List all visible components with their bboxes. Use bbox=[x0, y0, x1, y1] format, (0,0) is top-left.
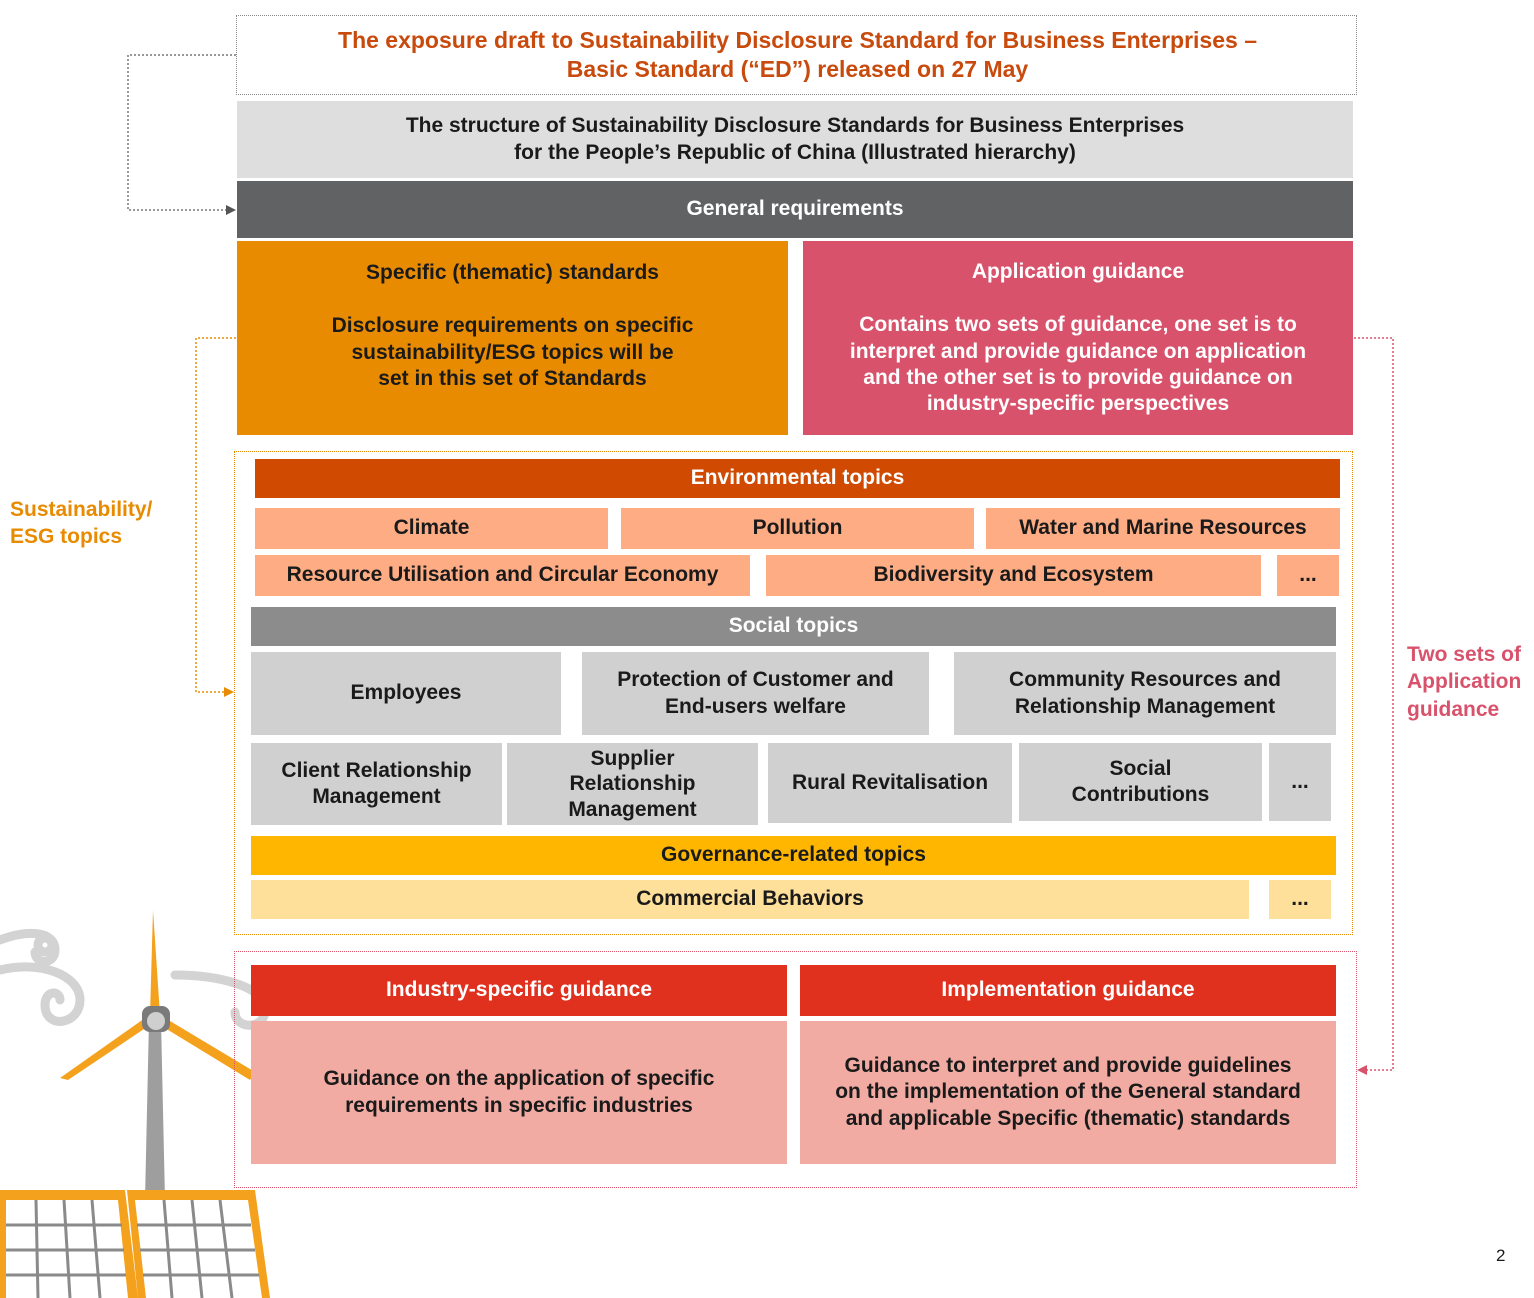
guidance-frame bbox=[234, 951, 1357, 1188]
env-topic-resource: Resource Utilisation and Circular Econom… bbox=[255, 555, 750, 596]
page-title: The exposure draft to Sustainability Dis… bbox=[338, 27, 1257, 82]
specific-standards-box: Specific (thematic) standards Disclosure… bbox=[237, 241, 788, 435]
solar-panel-icon bbox=[0, 1190, 270, 1298]
social-topic-supplier-relationship: Supplier Relationship Management bbox=[507, 743, 758, 825]
social-topic-customer-protection: Protection of Customer and End-users wel… bbox=[582, 652, 929, 735]
social-topic-contributions: Social Contributions bbox=[1019, 743, 1262, 821]
env-topic-climate: Climate bbox=[255, 508, 608, 549]
title-connector-arrow bbox=[127, 54, 236, 215]
esg-connector-arrow bbox=[195, 337, 236, 697]
structure-heading: The structure of Sustainability Disclosu… bbox=[237, 101, 1353, 178]
social-topic-rural-revitalisation: Rural Revitalisation bbox=[768, 743, 1012, 823]
title-frame bbox=[236, 15, 1357, 95]
esg-topics-label: Sustainability/ ESG topics bbox=[10, 498, 153, 549]
social-topic-community-resources: Community Resources and Relationship Man… bbox=[954, 652, 1336, 735]
industry-guidance-header: Industry-specific guidance bbox=[251, 965, 787, 1016]
gov-topic-more: ... bbox=[1269, 880, 1331, 919]
general-requirements-bar: General requirements bbox=[237, 181, 1353, 238]
wind-turbine-icon bbox=[60, 910, 255, 1200]
social-topic-client-relationship: Client Relationship Management bbox=[251, 743, 502, 825]
social-topics-header: Social topics bbox=[251, 607, 1336, 646]
two-sets-label: Two sets of Application guidance bbox=[1407, 643, 1522, 721]
social-topic-employees: Employees bbox=[251, 652, 561, 735]
implementation-guidance-header: Implementation guidance bbox=[800, 965, 1336, 1016]
specific-standards-title: Specific (thematic) standards bbox=[366, 261, 659, 284]
environmental-topics-header: Environmental topics bbox=[255, 459, 1340, 498]
application-guidance-box: Application guidance Contains two sets o… bbox=[803, 241, 1353, 435]
topics-frame bbox=[234, 451, 1353, 935]
social-topic-more: ... bbox=[1269, 743, 1331, 821]
application-guidance-title: Application guidance bbox=[971, 260, 1185, 283]
page-number: 2 bbox=[1496, 1246, 1506, 1265]
governance-topics-header: Governance-related topics bbox=[251, 836, 1336, 875]
application-connector-arrow bbox=[1354, 337, 1394, 1075]
env-topic-water: Water and Marine Resources bbox=[986, 508, 1340, 549]
implementation-guidance-body: Guidance to interpret and provide guidel… bbox=[800, 1021, 1336, 1164]
env-topic-pollution: Pollution bbox=[621, 508, 974, 549]
application-guidance-body: Contains two sets of guidance, one set i… bbox=[849, 313, 1307, 415]
industry-guidance-body: Guidance on the application of specific … bbox=[251, 1021, 787, 1164]
env-topic-biodiversity: Biodiversity and Ecosystem bbox=[766, 555, 1261, 596]
specific-standards-body: Disclosure requirements on specific sust… bbox=[331, 314, 694, 390]
gov-topic-commercial-behaviors: Commercial Behaviors bbox=[251, 880, 1249, 919]
env-topic-more: ... bbox=[1277, 555, 1339, 596]
